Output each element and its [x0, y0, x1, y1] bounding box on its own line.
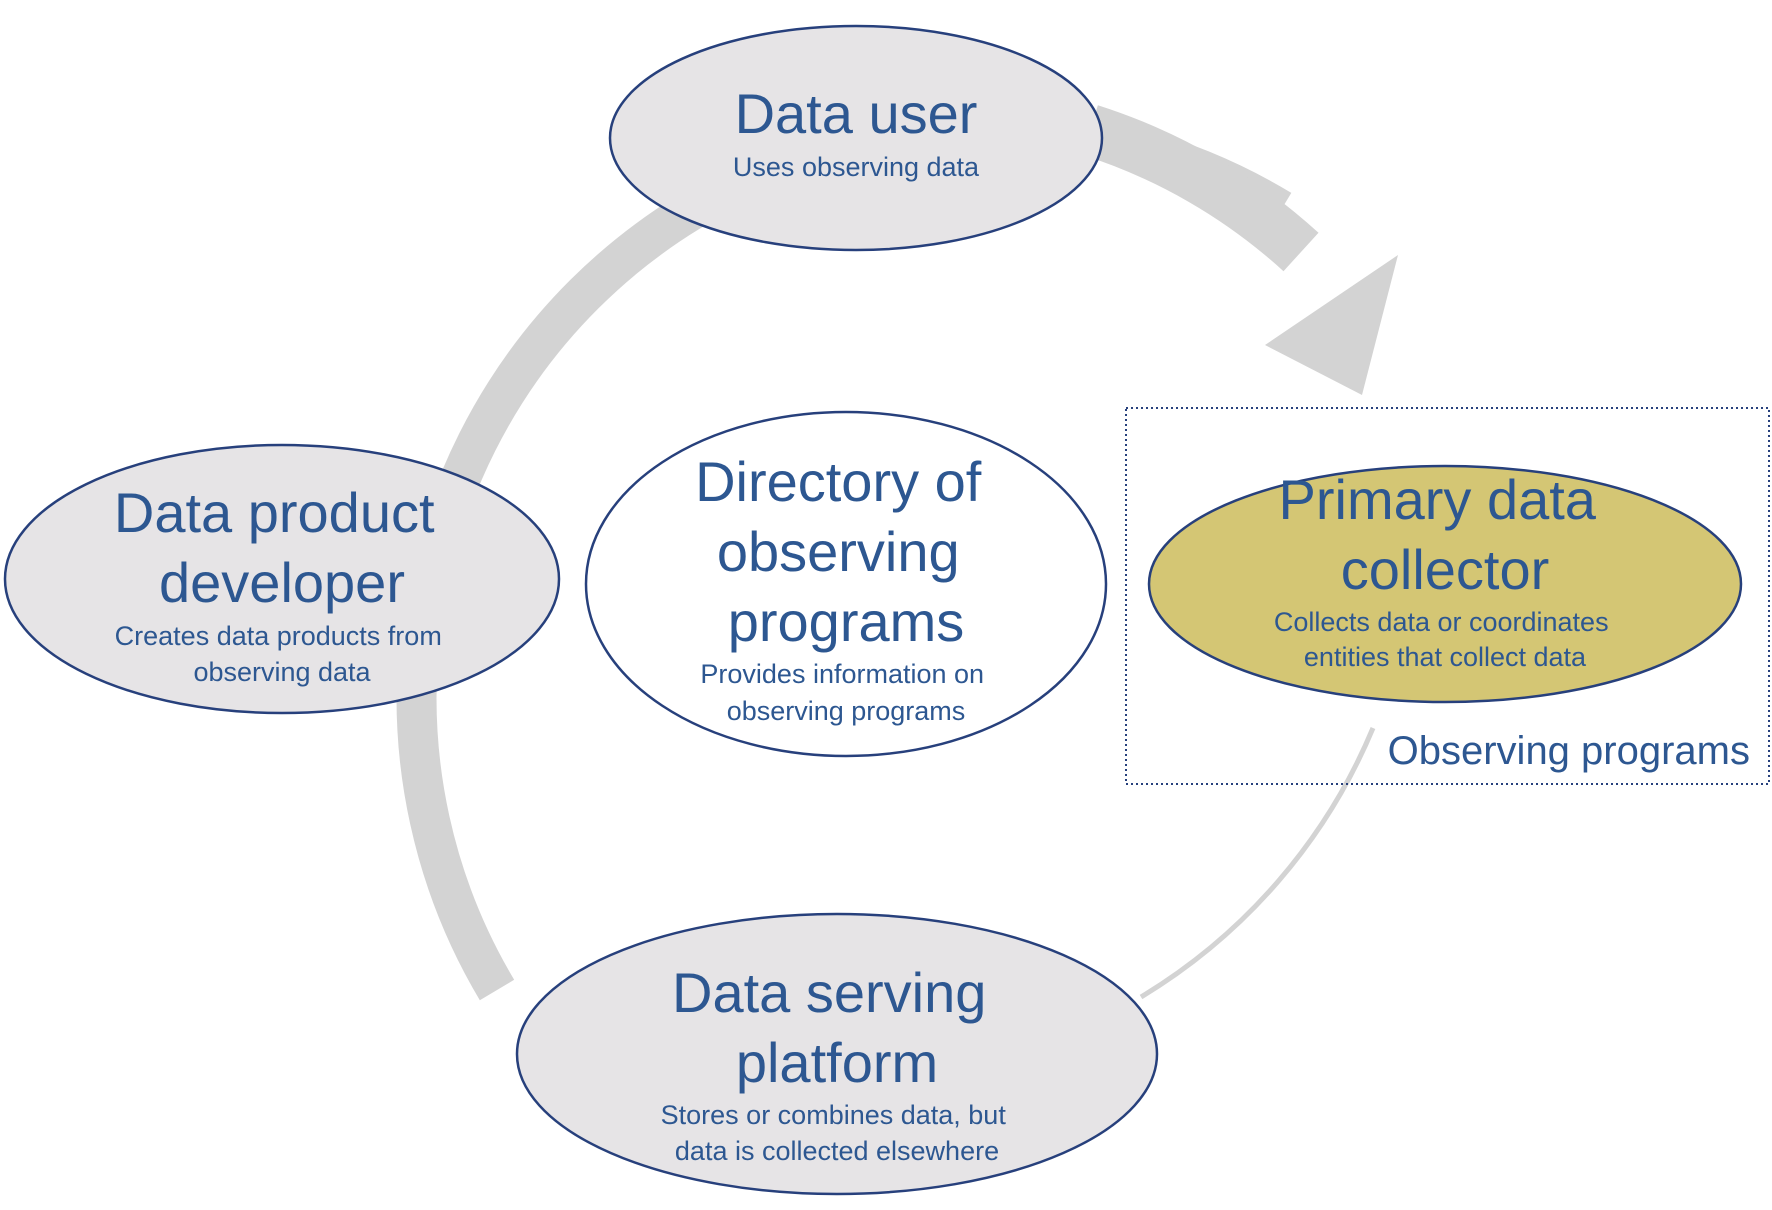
data-product-developer-title: Data product developer — [114, 481, 450, 614]
node-primary-data-collector: Primary data collector Collects data or … — [1147, 464, 1743, 704]
directory-title: Directory of observing programs — [695, 450, 997, 653]
data-product-developer-ellipse — [3, 443, 561, 715]
directory-subtitle: Provides information on observing progra… — [700, 659, 991, 726]
cycle-arrowhead — [1265, 255, 1398, 395]
observing-programs-box — [1125, 407, 1770, 785]
cycle-arrow-band-top — [1081, 105, 1319, 272]
node-directory: Directory of observing programs Provides… — [584, 410, 1108, 758]
node-data-product-developer: Data product developer Creates data prod… — [3, 443, 561, 715]
data-user-ellipse — [608, 24, 1104, 252]
primary-data-collector-ellipse — [1147, 464, 1743, 704]
data-serving-platform-title: Data serving platform — [672, 961, 1002, 1094]
data-user-title: Data user — [735, 82, 978, 145]
node-data-serving-platform: Data serving platform Stores or combines… — [515, 912, 1159, 1196]
directory-ellipse — [584, 410, 1108, 758]
primary-data-collector-subtitle: Collects data or coordinates entities th… — [1274, 607, 1616, 672]
observing-programs-label: Observing programs — [1388, 729, 1750, 773]
data-serving-platform-ellipse — [515, 912, 1159, 1196]
data-user-subtitle: Uses observing data — [733, 152, 980, 182]
observing-programs-group: Observing programs — [1125, 407, 1770, 785]
data-serving-platform-subtitle: Stores or combines data, but data is col… — [661, 1100, 1014, 1166]
node-data-user: Data user Uses observing data — [608, 24, 1104, 252]
primary-data-collector-title: Primary data collector — [1279, 468, 1612, 601]
data-product-developer-subtitle: Creates data products from observing dat… — [115, 621, 450, 687]
cycle-arrow-band-thin — [1139, 727, 1376, 1000]
